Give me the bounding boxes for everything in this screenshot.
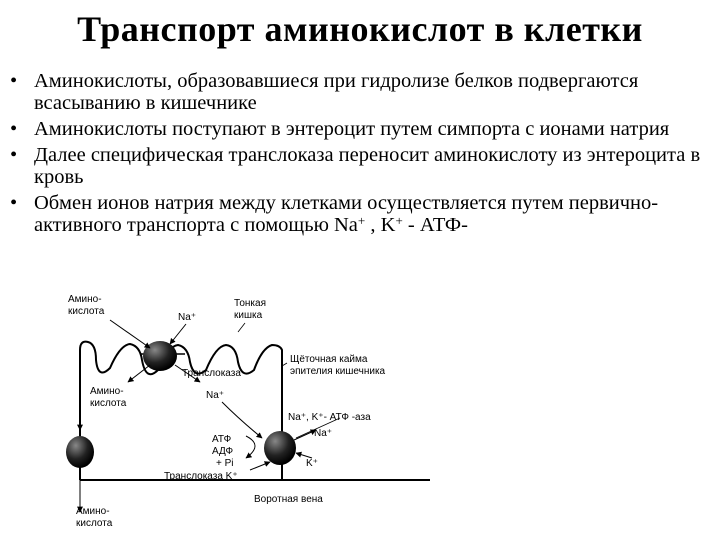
label-na-top: Na⁺ (178, 312, 196, 323)
label-amino-bottom: Амино- (76, 506, 110, 517)
label-atf: АТФ (212, 434, 232, 445)
label-brush-border-2: эпителия кишечника (290, 366, 386, 377)
label-brush-border-1: Щёточная кайма (290, 354, 368, 365)
bullet-text: Далее специфическая транслоказа переноси… (34, 144, 701, 188)
label-na-right: Na⁺ (314, 428, 332, 439)
arrow-k-in-pump (295, 451, 313, 459)
arrow-na-to-pump (221, 401, 263, 439)
arrow-na-out-pump (293, 429, 317, 441)
arrow-amino-out (127, 364, 151, 383)
bullet-text-end: - АТФ- (402, 214, 468, 236)
bullet-text-middle: , K (365, 214, 396, 236)
label-amino-top: Амино- (68, 294, 102, 305)
label-na-mid: Na⁺ (206, 390, 224, 401)
arrow-atp-to-adp (245, 435, 256, 459)
bullet-marker: • (10, 144, 18, 166)
superscript-plus: + (357, 213, 366, 228)
label-translokaza-mid: Транслоказа (182, 368, 241, 379)
arrow-k-translocase (249, 461, 271, 471)
bullet-item: • Далее специфическая транслоказа перенос… (8, 144, 713, 188)
atpase-label-pointer (295, 417, 341, 439)
brush-border-pointer (281, 362, 288, 367)
bullet-item: • Обмен ионов натрия между клетками осуще… (8, 192, 713, 236)
bullet-marker: • (10, 70, 18, 92)
arrow-amino-in (109, 319, 151, 349)
bullet-item: • Аминокислоты поступают в энтероцит путе… (8, 118, 713, 140)
translocase-protein (66, 436, 94, 468)
brush-border-membrane (79, 340, 283, 400)
label-kishka: кишка (234, 310, 263, 321)
label-tonkaya: Тонкая (234, 298, 266, 309)
symporter-protein (143, 341, 177, 371)
label-translokaza-bottom: Транслоказа K⁺ (164, 471, 238, 482)
amino-acid-transport-diagram: Амино- кислота Na⁺ Тонкая кишка Щёточная… (66, 294, 430, 529)
label-k-right: K⁺ (306, 458, 318, 469)
bullet-text-start: Обмен ионов натрия между клетками осущес… (34, 192, 659, 236)
label-adf: АДФ (212, 446, 234, 457)
label-atpase: Na⁺, K⁺- АТФ -аза (288, 412, 371, 423)
label-kislota-top: кислота (68, 306, 105, 317)
bullet-list: • Аминокислоты, образовавшиеся при гидрол… (8, 70, 713, 240)
bullet-text: Аминокислоты поступают в энтероцит путем… (34, 118, 670, 140)
arrow-na-in (169, 323, 187, 345)
label-kislota-bottom: кислота (76, 518, 113, 529)
slide-title: Транспорт аминокислот в клетки (77, 9, 643, 49)
label-pi: + Pi (216, 458, 234, 469)
bullet-marker: • (10, 192, 18, 214)
bullet-item: • Аминокислоты, образовавшиеся при гидрол… (8, 70, 713, 114)
label-portal-vein: Воротная вена (254, 494, 323, 505)
bullet-text: Аминокислоты, образовавшиеся при гидроли… (34, 70, 639, 114)
superscript-plus: + (395, 213, 403, 228)
arrow-na-out (174, 364, 201, 383)
label-kislota-mid: кислота (90, 398, 127, 409)
tonkaya-pointer (237, 322, 246, 333)
label-amino-mid: Амино- (90, 386, 124, 397)
bullet-marker: • (10, 118, 18, 140)
na-k-atpase-protein (264, 431, 296, 465)
